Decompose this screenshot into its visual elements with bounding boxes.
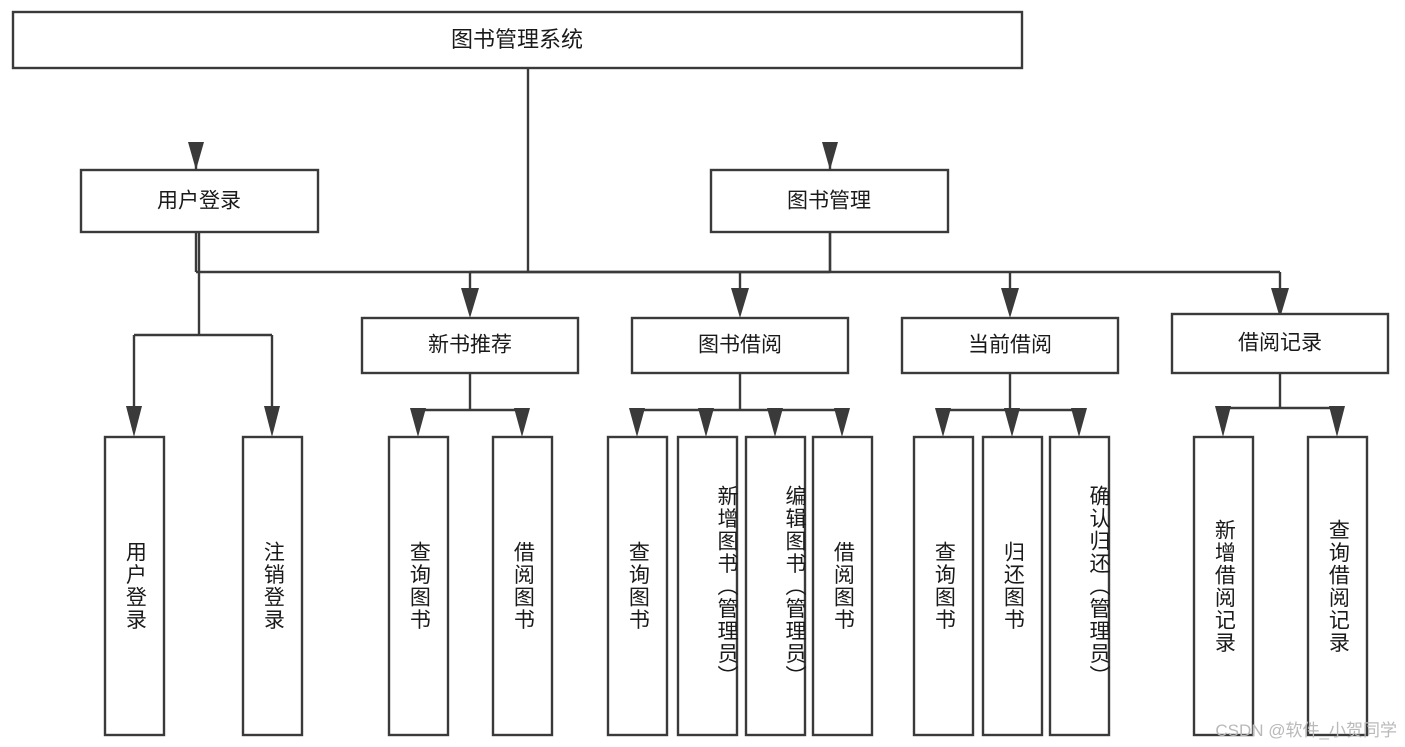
arrowhead-new-book-rec (461, 288, 479, 318)
node-book-manage-label: 图书管理 (787, 190, 871, 213)
node-leaf-add-record[interactable] (1192, 435, 1255, 737)
arrowhead-leaf-confirm-return (1071, 408, 1087, 437)
arrowhead-leaf-query-record (1329, 406, 1345, 437)
node-root-label: 图书管理系统 (451, 27, 583, 52)
node-leaf-query-book-b[interactable] (606, 435, 669, 737)
arrowhead-leaf-return-book (1004, 408, 1020, 437)
node-borrow-record-label: 借阅记录 (1238, 332, 1322, 355)
arrowhead-leaf-logout (264, 406, 280, 437)
arrowhead-leaf-user-login (126, 406, 142, 437)
node-leaf-user-login[interactable] (103, 435, 166, 737)
arrowhead-leaf-edit-book (767, 408, 783, 437)
arrowhead-leaf-query-book-b (629, 408, 645, 437)
arrowhead-leaf-add-record (1215, 406, 1231, 437)
arrowhead-user-login (188, 142, 204, 170)
node-book-borrow-label: 图书借阅 (698, 334, 782, 357)
arrowhead-leaf-query-book-c (935, 408, 951, 437)
node-book-manage[interactable] (709, 168, 950, 234)
node-leaf-add-book[interactable] (676, 435, 739, 737)
arrowhead-leaf-borrow-book-a (514, 408, 530, 437)
arrowhead-leaf-add-book (698, 408, 714, 437)
node-leaf-logout[interactable] (241, 435, 304, 737)
edge-layer (126, 68, 1345, 437)
node-current-borrow[interactable] (900, 316, 1120, 375)
node-leaf-query-book-c[interactable] (912, 435, 975, 737)
node-user-login[interactable] (79, 168, 320, 234)
node-leaf-borrow-book-a[interactable] (491, 435, 554, 737)
node-leaf-confirm-return[interactable] (1048, 435, 1111, 737)
node-user-login-label: 用户登录 (157, 190, 241, 213)
node-leaf-query-book-a[interactable] (387, 435, 450, 737)
arrowhead-leaf-borrow-book-b (834, 408, 850, 437)
node-new-book-rec[interactable] (360, 316, 580, 375)
node-leaf-edit-book[interactable] (744, 435, 807, 737)
node-leaf-borrow-book-b[interactable] (811, 435, 874, 737)
node-leaf-return-book[interactable] (981, 435, 1044, 737)
node-book-borrow[interactable] (630, 316, 850, 375)
arrowhead-borrow-record (1271, 288, 1289, 318)
node-layer: 图书管理系统 用户登录 图书管理 新书推荐 图书借阅 当前借阅 借阅记录 (11, 10, 1390, 737)
node-borrow-record[interactable] (1170, 312, 1390, 375)
arrowhead-book-borrow (731, 288, 749, 318)
arrowhead-book-manage (822, 142, 838, 170)
node-current-borrow-label: 当前借阅 (968, 334, 1052, 357)
arrowhead-leaf-query-book-a (410, 408, 426, 437)
node-new-book-rec-label: 新书推荐 (428, 334, 512, 357)
node-leaf-query-record[interactable] (1306, 435, 1369, 737)
arrowhead-current-borrow (1001, 288, 1019, 318)
node-root[interactable] (11, 10, 1024, 70)
